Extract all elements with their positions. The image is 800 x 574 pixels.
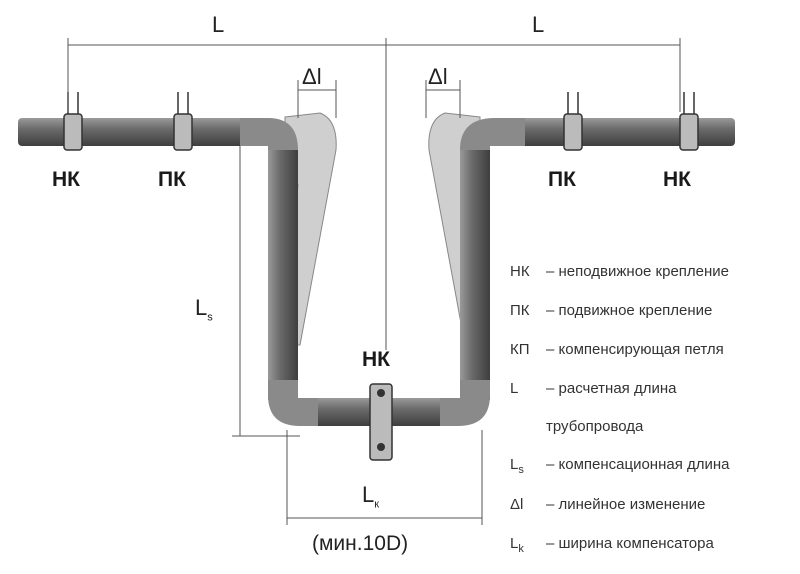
label-sliding-left: ПК — [158, 168, 186, 191]
dim-L-right: L — [532, 12, 545, 37]
elbow-bottom-left — [268, 380, 320, 426]
legend-item: НК– неподвижное крепление — [510, 263, 730, 280]
elbow-bottom-right — [438, 380, 490, 426]
label-fixed-left: НК — [52, 168, 80, 191]
dim-dl-left: Δl — [302, 64, 322, 89]
legend-item: Δl– линейное изменение — [510, 496, 706, 513]
dim-Ls: Ls — [195, 295, 213, 324]
legend-item: Ls– компенсационная длина — [510, 456, 730, 476]
legend-item: трубопровода — [546, 418, 644, 435]
leg-right — [460, 150, 490, 400]
legend-item: ПК– подвижное крепление — [510, 302, 713, 319]
label-sliding-right: ПК — [548, 168, 576, 191]
dim-L-left: L — [212, 12, 225, 37]
dim-dl-right: Δl — [428, 64, 448, 89]
label-fixed-center: НК — [362, 348, 390, 371]
elbow-top-left — [240, 118, 298, 160]
legend-item: Lk– ширина компенсатора — [510, 535, 714, 555]
label-fixed-right: НК — [663, 168, 691, 191]
pipe-left — [18, 118, 268, 146]
elbow-top-right — [460, 118, 525, 160]
leg-left — [268, 150, 298, 400]
dim-min: (мин.10D) — [312, 532, 409, 555]
dim-Lk: Lк — [362, 482, 380, 511]
legend-item: КП– компенсирующая петля — [510, 341, 724, 358]
legend-item: L– расчетная длина — [510, 380, 677, 397]
pipe-right — [495, 118, 735, 146]
